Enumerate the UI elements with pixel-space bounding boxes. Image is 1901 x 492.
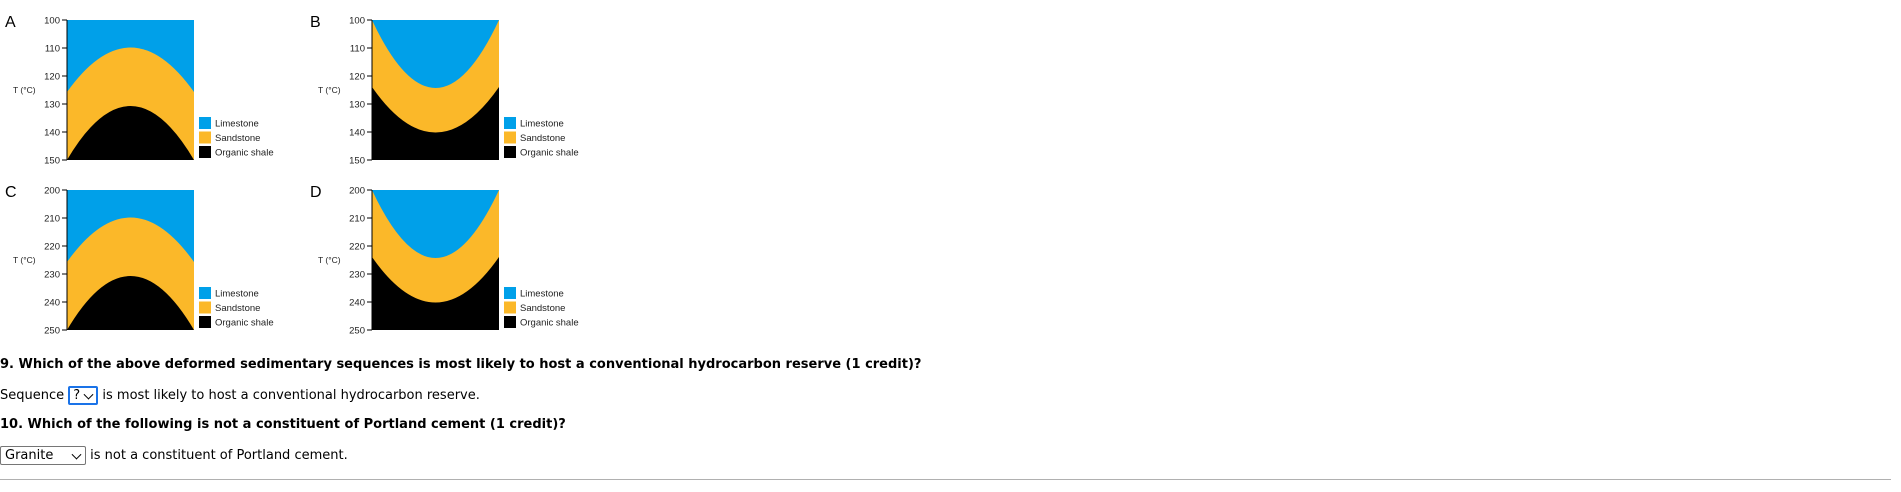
tick-label: 100 (349, 15, 365, 26)
legend-label: Organic shale (215, 148, 274, 159)
tick-label: 240 (44, 297, 60, 308)
tick-label: 250 (349, 325, 365, 336)
legend-swatch (199, 301, 211, 314)
tick-label: 140 (44, 127, 60, 138)
legend-swatch (504, 301, 516, 314)
tick-label: 220 (349, 241, 365, 252)
legend-label: Organic shale (520, 318, 579, 329)
cement-constituent-select[interactable]: Granite (0, 446, 86, 465)
organic-shale-layer (67, 106, 194, 160)
legend-label: Organic shale (215, 318, 274, 329)
tick-label: 250 (44, 325, 60, 336)
panel-a: A 100 110 120 130 140 150 T (°C) LimestoneSandst… (5, 14, 274, 166)
legend-label: Sandstone (520, 303, 565, 314)
axis-label: T (°C) (13, 255, 36, 265)
panel-letter: C (5, 184, 17, 201)
divider (0, 479, 1891, 480)
tick-label: 110 (45, 43, 60, 54)
legend-swatch (504, 316, 516, 328)
panel-c: C 200 210 220 230 240 250 T (°C) LimestoneSandst… (5, 184, 274, 336)
question-10-title: 10. Which of the following is not a cons… (0, 417, 566, 432)
legend-label: Sandstone (215, 133, 260, 144)
legend-label: Organic shale (520, 148, 579, 159)
legend-label: Limestone (215, 119, 259, 130)
legend-swatch (199, 146, 211, 158)
tick-label: 100 (44, 15, 60, 26)
tick-label: 150 (349, 155, 365, 166)
legend-swatch (199, 117, 211, 129)
chevron-down-icon (83, 389, 94, 400)
axis-label: T (°C) (318, 255, 341, 265)
tick-label: 210 (349, 213, 365, 224)
tick-label: 210 (44, 213, 60, 224)
tick-label: 150 (44, 155, 60, 166)
legend-label: Limestone (215, 289, 259, 300)
tick-label: 200 (349, 185, 365, 196)
legend-swatch (199, 131, 211, 144)
legend-swatch (504, 131, 516, 144)
tick-label: 120 (349, 71, 365, 82)
legend-label: Sandstone (215, 303, 260, 314)
tick-label: 230 (44, 269, 60, 280)
legend-swatch (504, 287, 516, 299)
panel-letter: A (5, 14, 16, 31)
question-9-answer-row: Sequence ? is most likely to host a conv… (0, 386, 480, 405)
legend-swatch (199, 316, 211, 328)
question-9-title: 9. Which of the above deformed sedimenta… (0, 357, 922, 372)
legend-swatch (504, 117, 516, 129)
question-9-suffix: is most likely to host a conventional hy… (102, 388, 480, 403)
tick-label: 240 (349, 297, 365, 308)
question-10-answer-row: Granite is not a constituent of Portland… (0, 446, 348, 465)
cement-constituent-select-value: Granite (5, 448, 54, 463)
limestone-layer (372, 20, 499, 88)
legend-label: Limestone (520, 289, 564, 300)
legend-label: Limestone (520, 119, 564, 130)
legend-swatch (504, 146, 516, 158)
legend-swatch (199, 287, 211, 299)
panel-letter: D (310, 184, 322, 201)
tick-label: 230 (349, 269, 365, 280)
tick-label: 200 (44, 185, 60, 196)
sequence-select[interactable]: ? (68, 386, 99, 405)
question-9-prefix: Sequence (0, 388, 65, 403)
tick-label: 220 (44, 241, 60, 252)
chevron-down-icon (71, 449, 82, 460)
axis-label: T (°C) (318, 85, 341, 95)
limestone-layer (372, 190, 499, 258)
panel-b: B 100 110 120 130 140 150 T (°C) LimestoneSandst… (310, 14, 579, 166)
question-10-suffix: is not a constituent of Portland cement. (90, 448, 348, 463)
tick-label: 110 (350, 43, 365, 54)
tick-label: 130 (349, 99, 365, 110)
panel-d: D 200 210 220 230 240 250 T (°C) LimestoneSandst… (310, 184, 579, 336)
tick-label: 140 (349, 127, 365, 138)
axis-label: T (°C) (13, 85, 36, 95)
sequence-select-value: ? (73, 388, 81, 403)
legend-label: Sandstone (520, 133, 565, 144)
organic-shale-layer (67, 276, 194, 330)
tick-label: 120 (44, 71, 60, 82)
panel-letter: B (310, 14, 321, 31)
tick-label: 130 (44, 99, 60, 110)
